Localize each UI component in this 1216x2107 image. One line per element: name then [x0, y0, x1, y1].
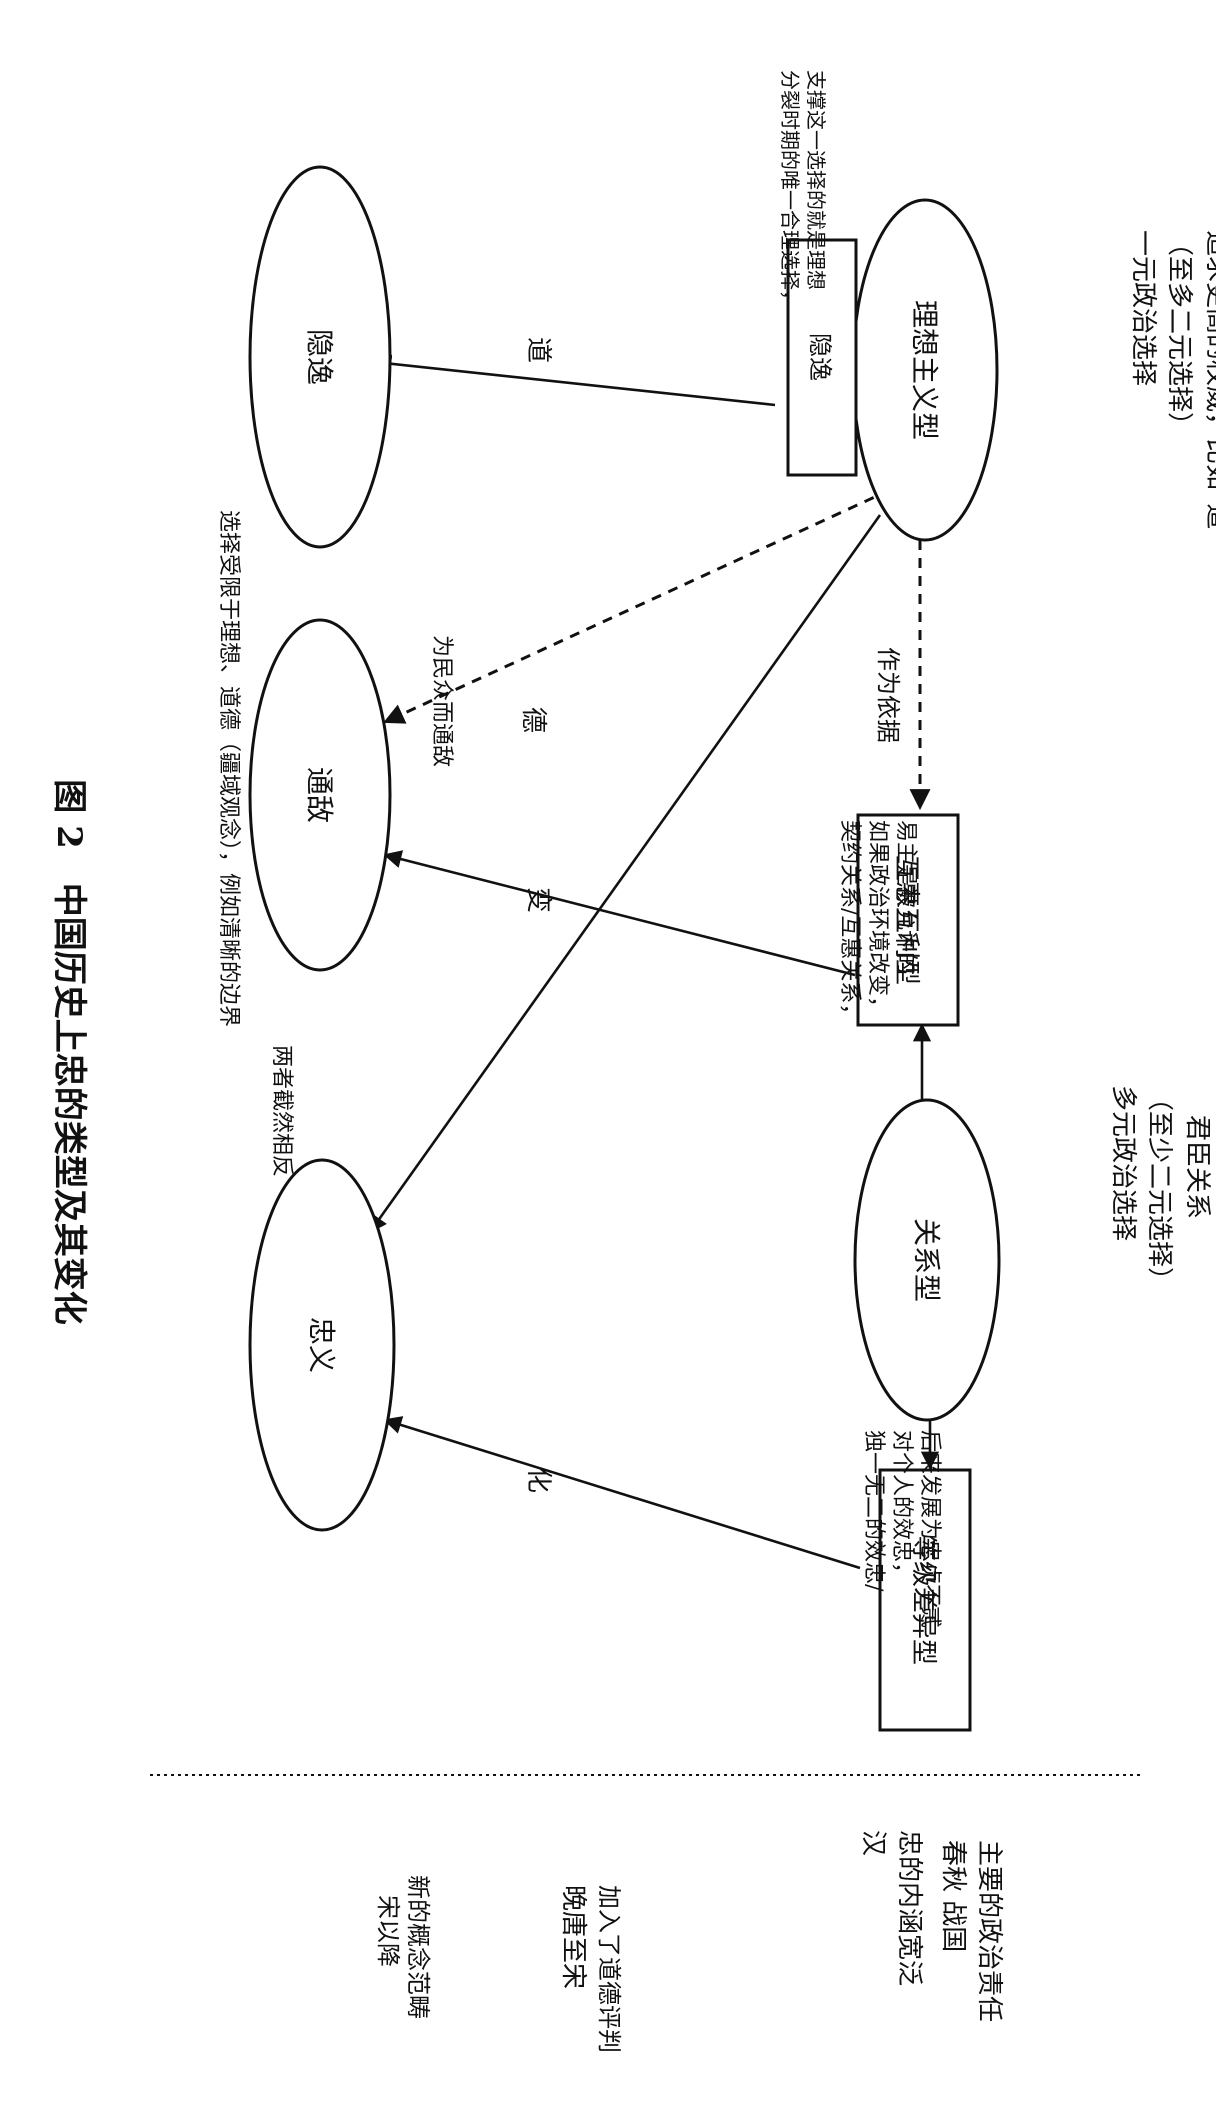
- svg-text:契约关系/互惠关系，: 契约关系/互惠关系，: [837, 820, 862, 1025]
- edge-label-basis: 作为依据: [874, 647, 902, 743]
- svg-text:汉: 汉: [858, 1830, 888, 1856]
- edge-label-change: 变: [523, 887, 553, 913]
- node-relational: [853, 1098, 1001, 1422]
- svg-text:后来发展为忠贞不贰: 后来发展为忠贞不贰: [917, 1430, 942, 1628]
- figure-caption: 图 2 中国历史上忠的类型及其变化: [49, 779, 89, 1325]
- svg-text:图 2 中国历史上忠的类型及其变化: 图 2 中国历史上忠的类型及其变化: [49, 779, 89, 1325]
- svg-text:多元政治选择: 多元政治选择: [1108, 1085, 1138, 1241]
- timeline-spring-autumn: 春秋 战国 主要的政治责任: [938, 1840, 1004, 2022]
- svg-text:为民众而通敌: 为民众而通敌: [429, 635, 454, 767]
- node-hierarchical: [878, 1468, 972, 1732]
- node-hierarchical-label: 等级差异型: [908, 1535, 938, 1665]
- edge-idealist-to-surrender: [383, 488, 891, 724]
- svg-text:忠的内涵宽泛: 忠的内涵宽泛: [894, 1830, 924, 1986]
- svg-text:一元政治选择: 一元政治选择: [1128, 230, 1158, 386]
- node-reciprocal-label: 互惠互利型: [891, 855, 921, 985]
- svg-text:主要的政治责任: 主要的政治责任: [974, 1840, 1004, 2022]
- svg-text:追求更高的权威，比如“道”: 追求更高的权威，比如“道”: [1202, 230, 1216, 543]
- note-ideal: 一元政治选择 （至多二元选择） 追求更高的权威，比如“道”: [1128, 230, 1216, 543]
- timeline-han: 汉 忠的内涵宽泛: [858, 1830, 924, 1986]
- svg-text:春秋 战国: 春秋 战国: [938, 1840, 968, 1952]
- svg-text:独一无二的效忠/: 独一无二的效忠/: [861, 1430, 886, 1592]
- svg-text:新的概念范畴: 新的概念范畴: [404, 1875, 432, 2019]
- svg-text:（至多二元选择）: （至多二元选择）: [1164, 230, 1194, 438]
- note-relational: 多元政治选择 （至少二元选择） 君臣关系: [1108, 1085, 1212, 1293]
- edge-idealist-to-loyalty: [368, 514, 882, 1234]
- node-reciprocal: [856, 813, 960, 1027]
- svg-text:对个人的效忠，: 对个人的效忠，: [889, 1430, 914, 1584]
- svg-text:如果政治环境改变，: 如果政治环境改变，: [865, 820, 890, 1018]
- reclusion-box-label: 隐逸: [806, 333, 834, 381]
- note-for-people: 为民众而通敌: [429, 635, 454, 767]
- reclusion-box: [786, 238, 858, 477]
- note-contract: 契约关系/互惠关系， 如果政治环境改变， 易主是被允许的: [837, 820, 918, 1025]
- node-reclusion-label: 隐逸: [303, 329, 336, 385]
- svg-text:易主是被允许的: 易主是被允许的: [893, 820, 918, 974]
- svg-text:君臣关系: 君臣关系: [1182, 1115, 1212, 1219]
- node-surrender: [248, 618, 392, 972]
- svg-text:支撑这一选择的就是理想: 支撑这一选择的就是理想: [804, 70, 828, 290]
- node-relational-label: 关系型: [910, 1218, 943, 1302]
- node-surrender-label: 通敌: [303, 767, 336, 823]
- edge-label-transform: 化: [523, 1467, 553, 1493]
- note-opposite: 两者截然相反: [269, 1045, 294, 1177]
- svg-text:（至少二元选择）: （至少二元选择）: [1144, 1085, 1174, 1293]
- svg-text:分裂时期的唯一合理选择，: 分裂时期的唯一合理选择，: [778, 70, 802, 310]
- svg-text:宋以降: 宋以降: [374, 1895, 402, 1967]
- node-reclusion: [248, 165, 392, 549]
- edge-label-dao: 道: [523, 337, 553, 363]
- node-idealist-label: 理想主义型: [908, 300, 941, 440]
- note-split: 分裂时期的唯一合理选择， 支撑这一选择的就是理想: [778, 70, 828, 310]
- node-loyalty: [248, 1158, 396, 1532]
- edge-hierarchical-to-loyalty: [383, 1416, 861, 1570]
- edge-label-de: 德: [518, 707, 548, 733]
- timeline-late-tang: 晚唐至宋 加入了道德评判: [558, 1885, 623, 2053]
- edge-reciprocal-to-surrender: [383, 850, 856, 977]
- node-loyalty-label: 忠义: [305, 1317, 338, 1373]
- edge-dao-to-reclusion: [373, 354, 776, 407]
- note-limit: 选择受限于理想、道德（疆域观念），例如清晰的边界: [216, 510, 241, 1027]
- svg-text:选择受限于理想、道德（疆域观念），例如清晰的边界: 选择受限于理想、道德（疆域观念），例如清晰的边界: [216, 510, 241, 1027]
- svg-text:加入了道德评判: 加入了道德评判: [595, 1885, 623, 2053]
- timeline-song: 宋以降 新的概念范畴: [374, 1875, 432, 2019]
- svg-text:晚唐至宋: 晚唐至宋: [558, 1885, 588, 1989]
- note-unique: 独一无二的效忠/ 对个人的效忠， 后来发展为忠贞不贰: [861, 1430, 942, 1628]
- svg-text:两者截然相反: 两者截然相反: [269, 1045, 294, 1177]
